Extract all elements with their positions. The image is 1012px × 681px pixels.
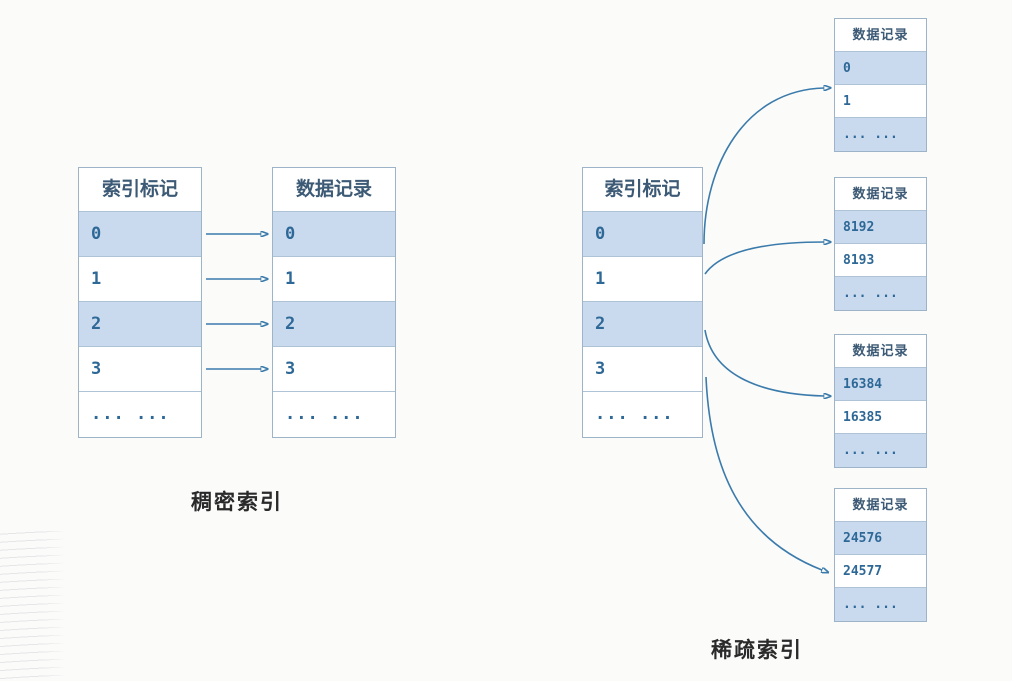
table-row: 0: [583, 212, 702, 257]
table-row: ... ...: [835, 277, 926, 310]
table-row: ... ...: [583, 392, 702, 437]
table-row: ... ...: [79, 392, 201, 437]
dense-index-table-header: 索引标记: [79, 168, 201, 212]
table-row: 3: [79, 347, 201, 392]
sparse-arrow-block3: [705, 376, 822, 570]
table-row: 0: [273, 212, 395, 257]
table-row: 1: [79, 257, 201, 302]
table-row: 16384: [835, 368, 926, 401]
table-row: 1: [273, 257, 395, 302]
dense-index-caption: 稠密索引: [191, 491, 283, 514]
sparse-arrow-block1: [704, 242, 824, 275]
table-row: 24576: [835, 522, 926, 555]
sparse-arrow-block0: [703, 88, 824, 245]
sparse-arrow-block2: [704, 329, 824, 396]
sparse-data-block-3: 数据记录 24576 24577 ... ...: [834, 488, 927, 622]
table-row: 8193: [835, 244, 926, 277]
sparse-data-block-3-header: 数据记录: [835, 489, 926, 522]
sparse-index-caption: 稀疏索引: [711, 639, 803, 662]
table-row: 8192: [835, 211, 926, 244]
sparse-index-table-header: 索引标记: [583, 168, 702, 212]
table-row: 1: [583, 257, 702, 302]
dense-data-table: 数据记录 0 1 2 3 ... ...: [272, 167, 396, 438]
corner-guilloche-decoration: [0, 531, 66, 681]
table-row: 3: [583, 347, 702, 392]
table-row: 2: [273, 302, 395, 347]
dense-index-table: 索引标记 0 1 2 3 ... ...: [78, 167, 202, 438]
table-row: 16385: [835, 401, 926, 434]
table-row: ... ...: [273, 392, 395, 437]
dense-data-table-header: 数据记录: [273, 168, 395, 212]
table-row: 24577: [835, 555, 926, 588]
sparse-data-block-0: 数据记录 0 1 ... ...: [834, 18, 927, 152]
sparse-index-table: 索引标记 0 1 2 3 ... ...: [582, 167, 703, 438]
table-row: ... ...: [835, 118, 926, 151]
table-row: 0: [835, 52, 926, 85]
table-row: 2: [79, 302, 201, 347]
sparse-data-block-1-header: 数据记录: [835, 178, 926, 211]
table-row: 1: [835, 85, 926, 118]
table-row: ... ...: [835, 588, 926, 621]
table-row: 2: [583, 302, 702, 347]
sparse-data-block-0-header: 数据记录: [835, 19, 926, 52]
sparse-data-block-2-header: 数据记录: [835, 335, 926, 368]
table-row: ... ...: [835, 434, 926, 467]
table-row: 0: [79, 212, 201, 257]
table-row: 3: [273, 347, 395, 392]
sparse-data-block-1: 数据记录 8192 8193 ... ...: [834, 177, 927, 311]
sparse-data-block-2: 数据记录 16384 16385 ... ...: [834, 334, 927, 468]
